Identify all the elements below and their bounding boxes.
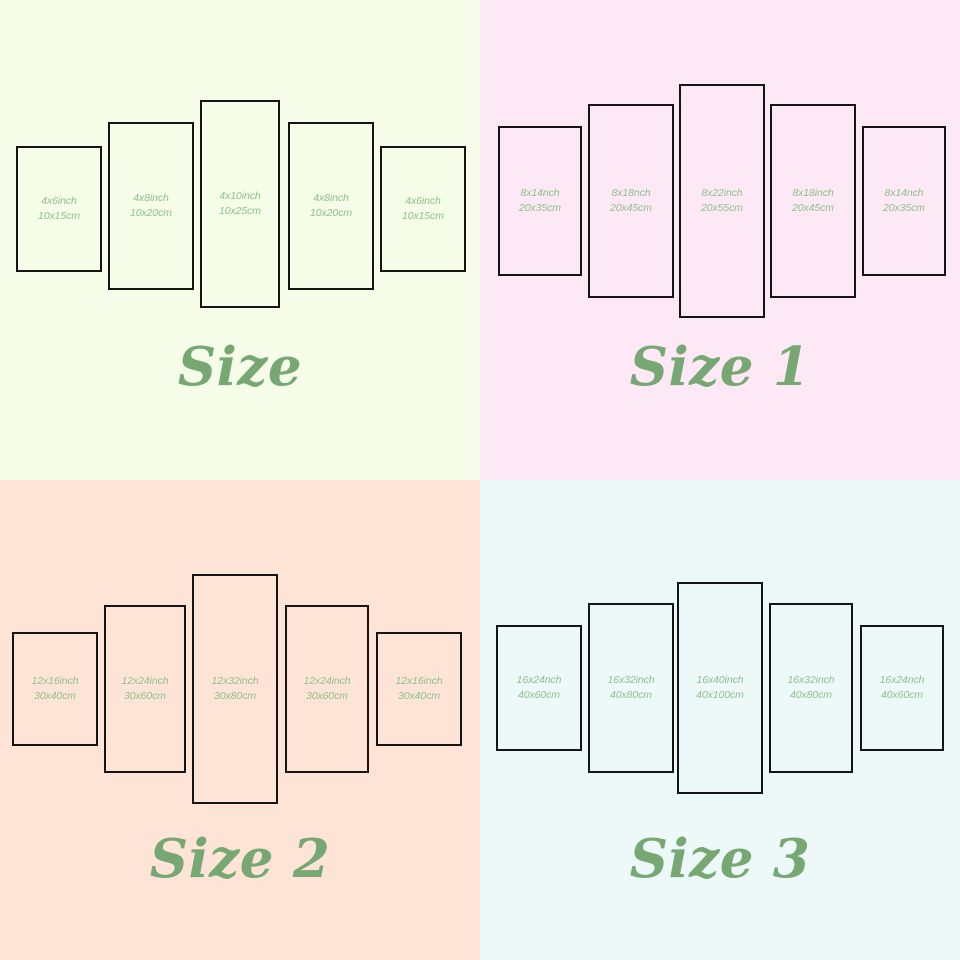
panel-size-inch: 4x6inch	[405, 195, 441, 208]
panel-size-label: 12x24inch 30x60cm	[304, 674, 351, 704]
panel-size-label: 16x24nch 40x60cm	[880, 673, 925, 703]
canvas-panel[interactable]: 12x24inch 30x60cm	[104, 605, 186, 773]
panel-size-label: 8x22inch 20x55cm	[701, 186, 743, 216]
panel-size-cm: 20x45cm	[792, 202, 834, 214]
panel-size-inch: 4x6inch	[41, 195, 77, 208]
panel-size-cm: 30x40cm	[34, 690, 76, 702]
canvas-panel[interactable]: 16x40inch 40x100cm	[677, 582, 763, 794]
quadrant-size-3: 16x24nch 40x60cm 16x32inch 40x80cm 16x40inch…	[480, 480, 960, 960]
canvas-panel-group: 16x24nch 40x60cm 16x32inch 40x80cm 16x40inch…	[480, 480, 960, 820]
panel-size-cm: 40x80cm	[790, 689, 832, 701]
panel-size-label: 8x18inch 20x45cm	[792, 186, 834, 216]
panel-size-cm: 30x40cm	[398, 690, 440, 702]
panel-size-inch: 8x18inch	[792, 187, 834, 200]
panel-size-inch: 8x14nch	[884, 187, 924, 200]
canvas-panel[interactable]: 16x24nch 40x60cm	[860, 625, 944, 751]
panel-size-inch: 8x22inch	[701, 187, 743, 200]
canvas-panel[interactable]: 8x18nch 20x45cm	[588, 104, 674, 298]
panel-size-cm: 40x60cm	[881, 689, 923, 701]
panel-size-cm: 10x15cm	[38, 210, 80, 222]
panel-size-label: 8x14nch 20x35cm	[883, 186, 925, 216]
panel-size-cm: 20x35cm	[519, 202, 561, 214]
canvas-panel[interactable]: 4x6inch 10x15cm	[380, 146, 466, 272]
panel-size-cm: 10x20cm	[310, 207, 352, 219]
quadrant-size-2: 12x16inch 30x40cm 12x24inch 30x60cm 12x32inc…	[0, 480, 480, 960]
panel-size-cm: 20x45cm	[610, 202, 652, 214]
panel-size-inch: 4x8inch	[133, 192, 169, 205]
panel-size-cm: 10x20cm	[130, 207, 172, 219]
panel-size-cm: 30x60cm	[124, 690, 166, 702]
panel-size-label: 16x40inch 40x100cm	[696, 673, 744, 703]
panel-size-inch: 12x24inch	[303, 675, 351, 688]
panel-size-label: 12x24inch 30x60cm	[122, 674, 169, 704]
panel-size-cm: 20x55cm	[701, 202, 743, 214]
canvas-panel[interactable]: 4x8inch 10x20cm	[108, 122, 194, 290]
size-heading: Size 3	[629, 828, 811, 890]
panel-size-inch: 12x16inch	[31, 675, 79, 688]
canvas-panel[interactable]: 16x24nch 40x60cm	[496, 625, 582, 751]
panel-size-inch: 12x24inch	[121, 675, 169, 688]
panel-size-label: 16x24nch 40x60cm	[517, 673, 562, 703]
panel-size-label: 8x14nch 20x35cm	[519, 186, 561, 216]
panel-size-label: 12x16inch 30x40cm	[396, 674, 443, 704]
panel-size-label: 8x18nch 20x45cm	[610, 186, 652, 216]
canvas-panel-group: 8x14nch 20x35cm 8x18nch 20x45cm 8x22inch 20x5…	[480, 0, 960, 340]
panel-size-cm: 20x35cm	[883, 202, 925, 214]
panel-size-inch: 12x16inch	[395, 675, 443, 688]
panel-size-label: 16x32inch 40x80cm	[608, 673, 655, 703]
panel-size-inch: 8x18nch	[611, 187, 651, 200]
panel-size-cm: 10x15cm	[402, 210, 444, 222]
panel-size-cm: 10x25cm	[219, 205, 261, 217]
canvas-panel[interactable]: 4x6inch 10x15cm	[16, 146, 102, 272]
canvas-panel[interactable]: 4x10inch 10x25cm	[200, 100, 280, 308]
panel-size-label: 12x32inch 30x80cm	[212, 674, 259, 704]
panel-size-inch: 16x32inch	[787, 674, 835, 687]
panel-size-inch: 16x24nch	[879, 674, 925, 687]
canvas-panel[interactable]: 8x14nch 20x35cm	[498, 126, 582, 276]
canvas-panel-group: 12x16inch 30x40cm 12x24inch 30x60cm 12x32inc…	[0, 480, 480, 820]
panel-size-label: 4x8inch 10x20cm	[130, 191, 172, 221]
panel-size-label: 12x16inch 30x40cm	[32, 674, 79, 704]
canvas-panel-group: 4x6inch 10x15cm 4x8inch 10x20cm 4x10inch 10x2…	[0, 0, 480, 340]
size-heading: Size	[177, 336, 303, 398]
panel-size-inch: 8x14nch	[520, 187, 560, 200]
canvas-panel[interactable]: 16x32inch 40x80cm	[588, 603, 674, 773]
panel-size-inch: 12x32inch	[211, 675, 259, 688]
panel-size-cm: 40x60cm	[518, 689, 560, 701]
canvas-panel[interactable]: 8x22inch 20x55cm	[679, 84, 765, 318]
canvas-panel[interactable]: 12x32inch 30x80cm	[192, 574, 278, 804]
canvas-panel[interactable]: 16x32inch 40x80cm	[769, 603, 853, 773]
canvas-panel[interactable]: 4x8inch 10x20cm	[288, 122, 374, 290]
canvas-panel[interactable]: 12x24inch 30x60cm	[285, 605, 369, 773]
quadrant-size-0: 4x6inch 10x15cm 4x8inch 10x20cm 4x10inch 10x2…	[0, 0, 480, 480]
panel-size-inch: 4x10inch	[219, 190, 261, 203]
panel-size-cm: 30x80cm	[214, 690, 256, 702]
panel-size-inch: 4x8inch	[313, 192, 349, 205]
panel-size-label: 4x8inch 10x20cm	[310, 191, 352, 221]
panel-size-inch: 16x40inch	[696, 674, 744, 687]
panel-size-label: 16x32inch 40x80cm	[788, 673, 835, 703]
canvas-panel[interactable]: 8x18inch 20x45cm	[770, 104, 856, 298]
size-heading: Size 2	[149, 828, 331, 890]
panel-size-label: 4x10inch 10x25cm	[219, 189, 261, 219]
panel-size-cm: 40x80cm	[610, 689, 652, 701]
panel-size-cm: 30x60cm	[306, 690, 348, 702]
panel-size-inch: 16x24nch	[516, 674, 562, 687]
canvas-panel[interactable]: 8x14nch 20x35cm	[862, 126, 946, 276]
size-heading: Size 1	[629, 336, 811, 398]
quadrant-size-1: 8x14nch 20x35cm 8x18nch 20x45cm 8x22inch 20x5…	[480, 0, 960, 480]
canvas-panel[interactable]: 12x16inch 30x40cm	[376, 632, 462, 746]
panel-size-inch: 16x32inch	[607, 674, 655, 687]
canvas-panel[interactable]: 12x16inch 30x40cm	[12, 632, 98, 746]
panel-size-label: 4x6inch 10x15cm	[38, 194, 80, 224]
panel-size-label: 4x6inch 10x15cm	[402, 194, 444, 224]
panel-size-cm: 40x100cm	[696, 689, 744, 701]
